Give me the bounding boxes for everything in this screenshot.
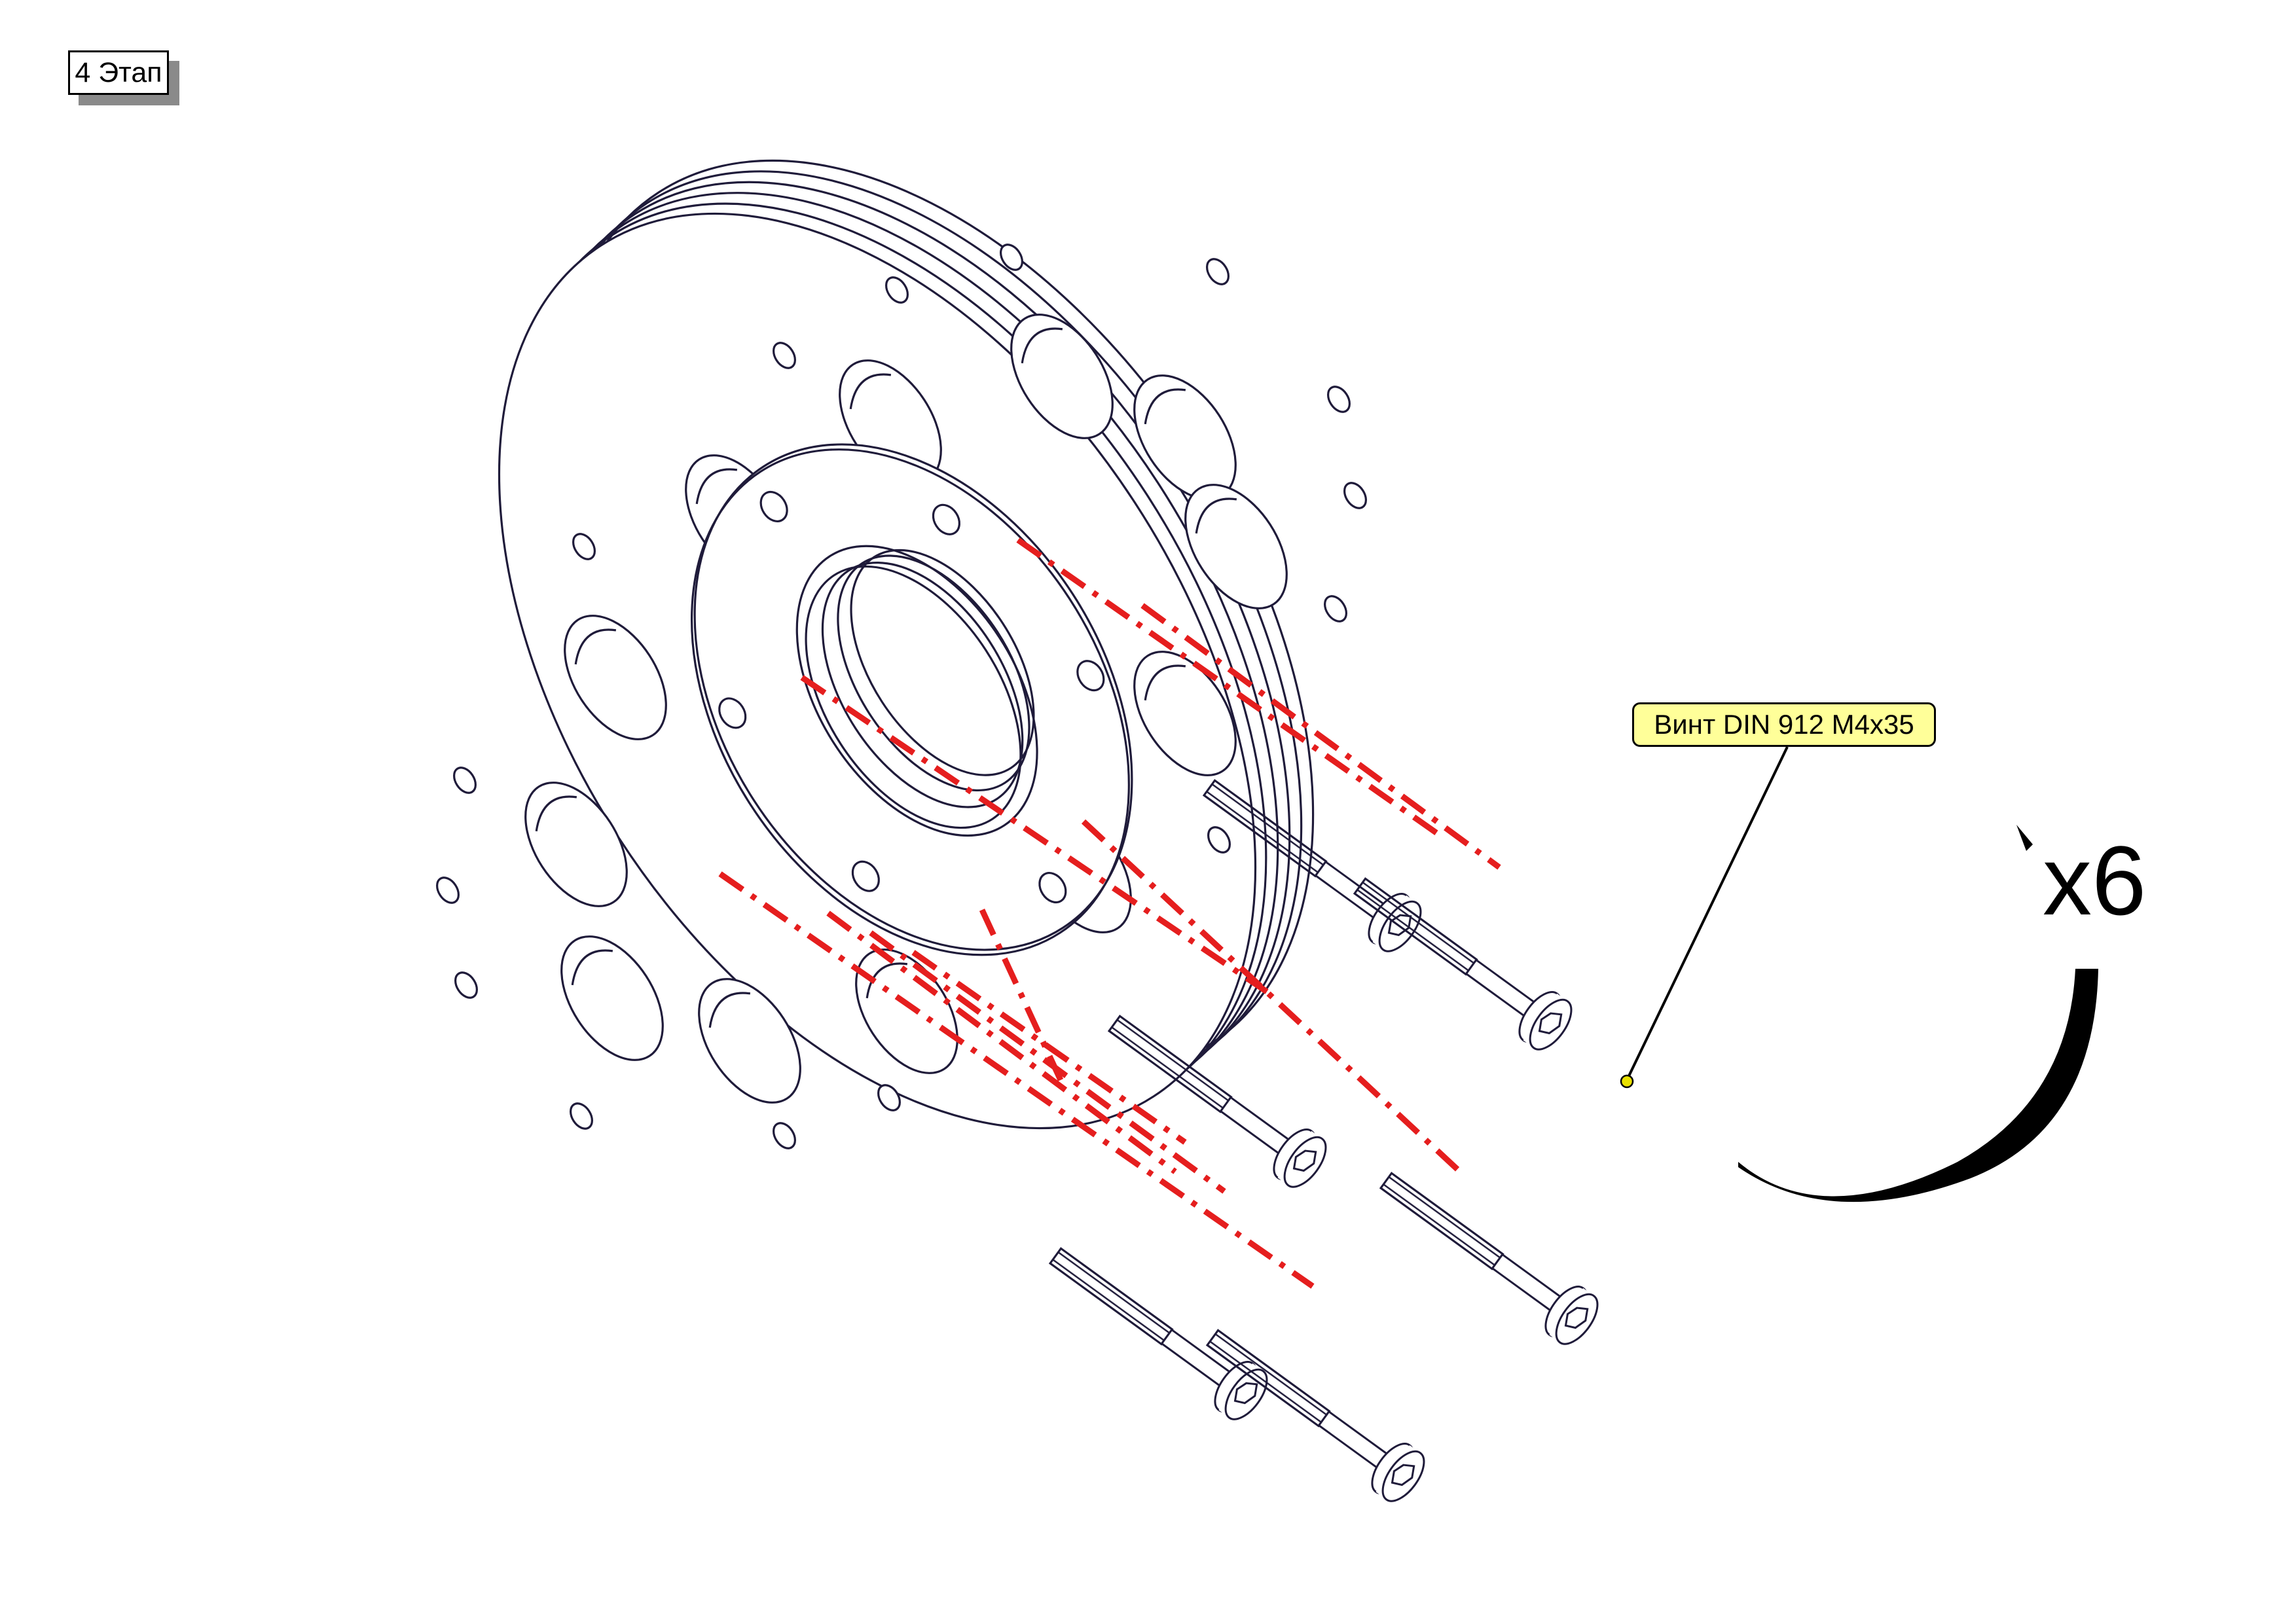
- screw: [1353, 877, 1573, 1051]
- hub-flange: [436, 159, 1367, 1149]
- callout-leader: [1620, 746, 1789, 1089]
- alignment-guides: [718, 537, 1501, 1289]
- part-callout: Винт DIN 912 M4x35: [1632, 702, 1936, 747]
- rim-bolt-holes: [436, 244, 1367, 1149]
- rotation-arrow-icon: [1738, 825, 2098, 1202]
- callout-anchor-dot: [1620, 1074, 1634, 1089]
- quantity-label: x6: [2043, 825, 2147, 935]
- cap-screws: [1048, 779, 1599, 1502]
- stage-label: 4 Этап: [68, 50, 169, 95]
- screw: [1379, 1172, 1599, 1345]
- center-boss: [690, 443, 1133, 956]
- lightening-holes: [524, 314, 1288, 1104]
- screw: [1107, 1015, 1327, 1188]
- screw: [1205, 1329, 1425, 1502]
- screw: [1048, 1247, 1268, 1420]
